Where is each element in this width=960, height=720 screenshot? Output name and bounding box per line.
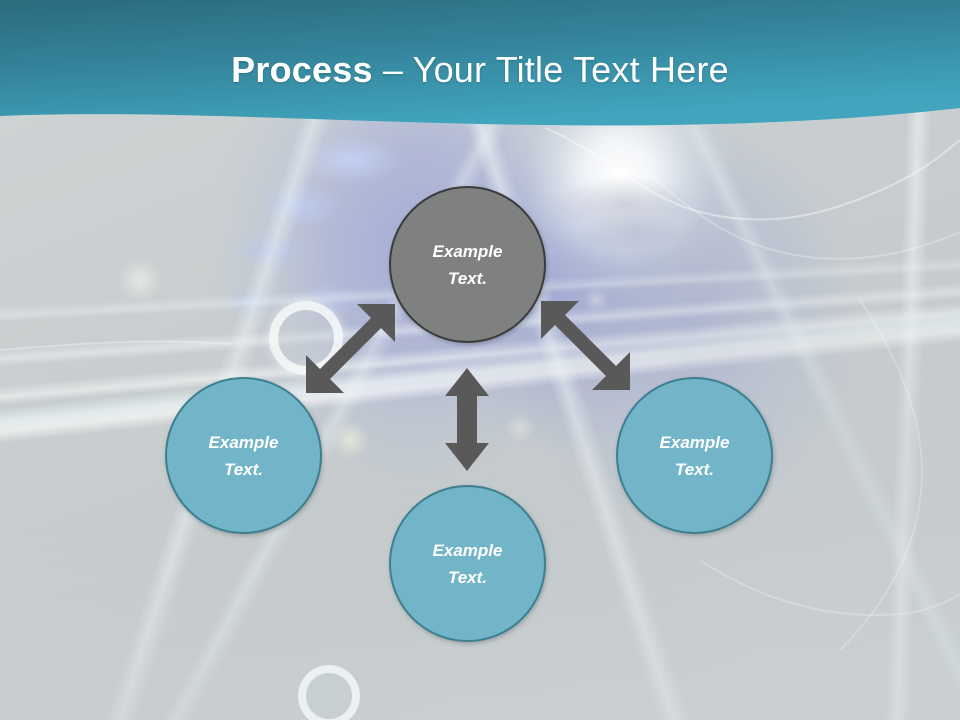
header-shape xyxy=(0,0,960,126)
process-node-bottom-line2: Text. xyxy=(447,567,488,587)
page-title-strong: Process xyxy=(231,49,373,90)
process-node-center-line1: Example xyxy=(432,241,503,261)
process-node-right-line1: Example xyxy=(659,432,730,452)
background-ring-fitting-bottom xyxy=(298,665,360,720)
header-band: Process – Your Title Text Here xyxy=(0,0,960,160)
page-title: Process – Your Title Text Here xyxy=(0,48,960,92)
process-node-center-line2: Text. xyxy=(447,268,488,288)
process-node-left-line1: Example xyxy=(208,432,279,452)
process-node-right-line2: Text. xyxy=(674,459,715,479)
header-curved-shape xyxy=(0,0,960,126)
page-title-rest: Your Title Text Here xyxy=(412,49,729,90)
process-node-left-line2: Text. xyxy=(223,459,264,479)
process-node-right[interactable]: Example Text. xyxy=(616,377,773,534)
process-node-bottom[interactable]: Example Text. xyxy=(389,485,546,642)
page-title-separator: – xyxy=(372,49,413,90)
process-node-left[interactable]: Example Text. xyxy=(165,377,322,534)
process-node-center[interactable]: Example Text. xyxy=(389,186,546,343)
process-node-bottom-line1: Example xyxy=(432,540,503,560)
